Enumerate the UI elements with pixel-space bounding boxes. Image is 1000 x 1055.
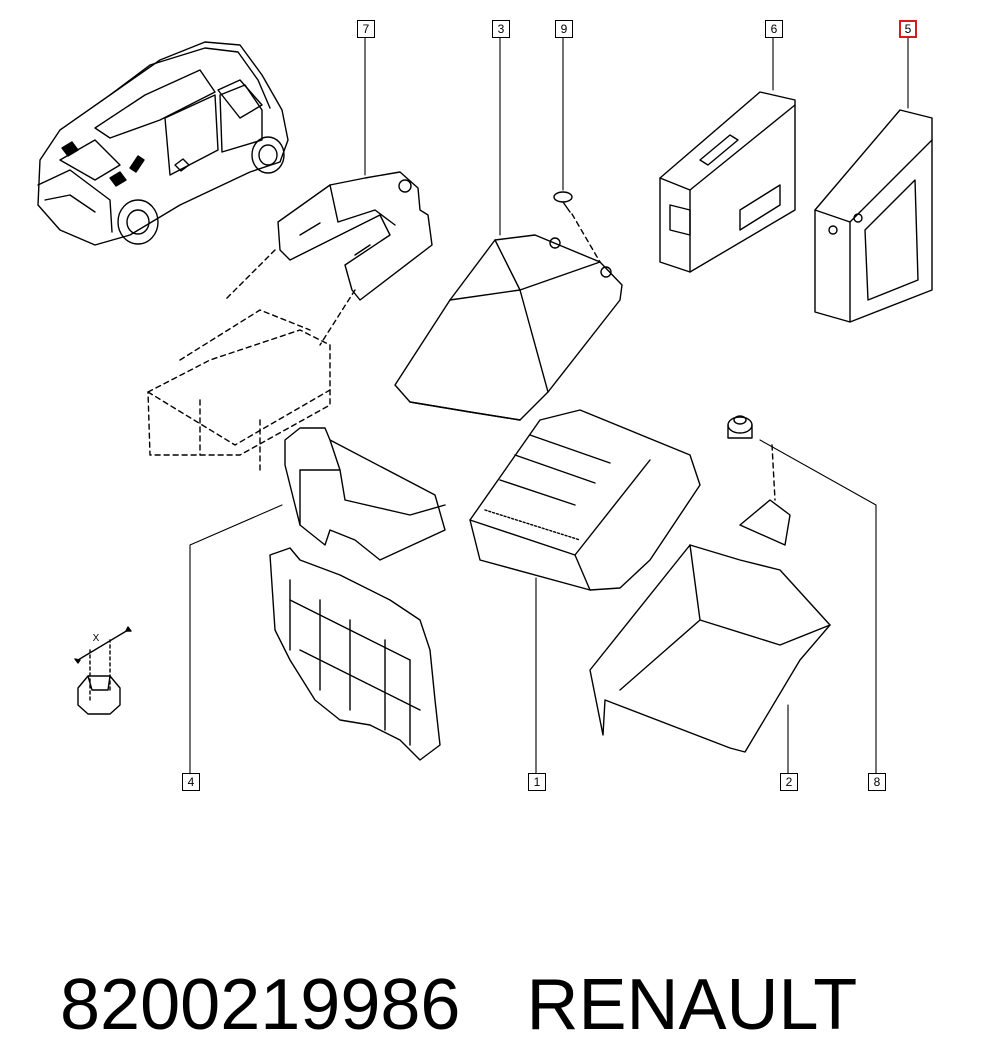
detail-nut bbox=[74, 626, 132, 715]
part-caption: 8200219986 RENAULT bbox=[20, 855, 857, 1045]
part-3-cover bbox=[394, 234, 623, 421]
part-6-module bbox=[659, 91, 796, 273]
callout-5-highlighted[interactable]: 5 bbox=[899, 20, 917, 38]
callout-8: 8 bbox=[868, 773, 886, 791]
callout-6: 6 bbox=[765, 20, 783, 38]
part-number: 8200219986 bbox=[60, 965, 461, 1045]
detail-x-label: X bbox=[93, 633, 100, 644]
part-2-tray bbox=[589, 499, 831, 753]
part-4-lower-bracket bbox=[269, 547, 441, 761]
part-5-housing bbox=[814, 109, 933, 323]
callout-3: 3 bbox=[492, 20, 510, 38]
part-8-clip bbox=[727, 415, 776, 501]
leader-lines bbox=[189, 35, 909, 776]
part-9-screw bbox=[553, 191, 601, 263]
callout-4: 4 bbox=[182, 773, 200, 791]
brand-name: RENAULT bbox=[526, 965, 858, 1045]
part-1-fuse-box bbox=[469, 409, 701, 591]
callout-7: 7 bbox=[357, 20, 375, 38]
exploded-parts-diagram: X bbox=[37, 35, 933, 776]
callout-1: 1 bbox=[528, 773, 546, 791]
part-7-bracket bbox=[277, 171, 433, 301]
callout-9: 9 bbox=[555, 20, 573, 38]
phantom-relay-block bbox=[147, 249, 356, 471]
part-4-fuse-support bbox=[284, 427, 446, 561]
car-location-illustration bbox=[37, 41, 289, 246]
callout-2: 2 bbox=[780, 773, 798, 791]
